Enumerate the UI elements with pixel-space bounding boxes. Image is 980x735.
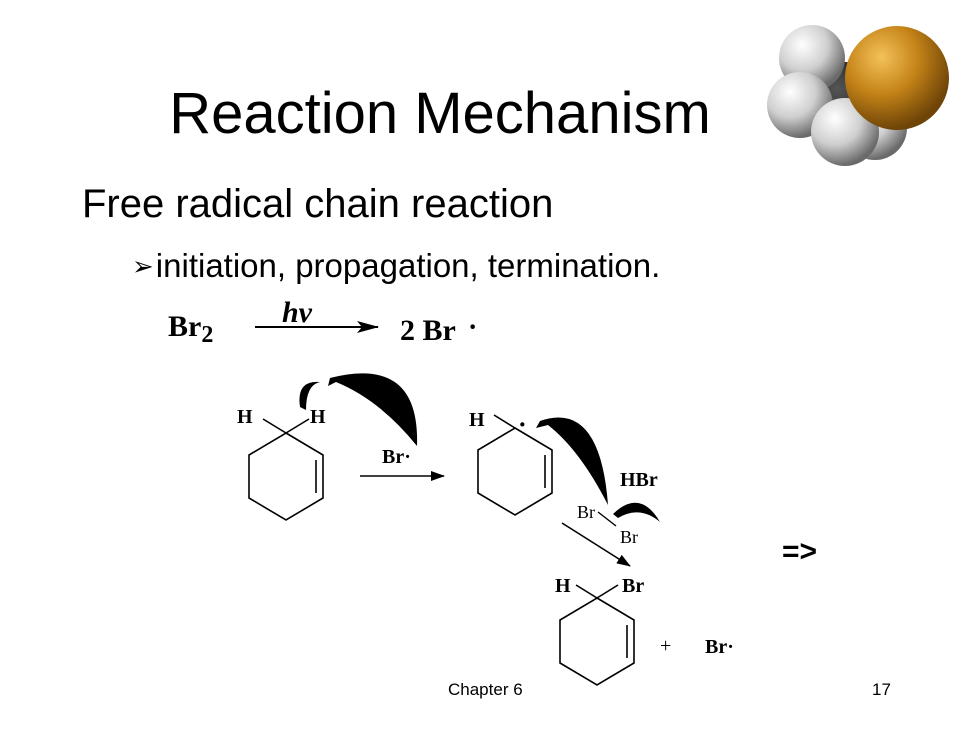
footer-chapter: Chapter 6: [448, 680, 523, 699]
bullet-sub: ➢initiation, propagation, termination.: [132, 247, 660, 285]
cyclohexene-reactant: [248, 418, 324, 521]
h-label: H: [469, 409, 485, 431]
bullet-sub-text: initiation, propagation, termination.: [155, 247, 661, 284]
next-slide-link[interactable]: =>: [782, 535, 818, 568]
fishhook-arrow-icon: [299, 381, 320, 410]
radical-dot: ·: [468, 312, 477, 343]
br-label: Br: [577, 502, 595, 522]
initiation-reactant: Br2: [168, 310, 213, 348]
cyclohexenyl-radical: [477, 414, 553, 516]
br-label: Br: [622, 575, 644, 597]
arrow-bullet-icon: ➢: [132, 252, 154, 282]
bromine-atom: [845, 26, 949, 130]
bullet-main: Free radical chain reaction: [82, 182, 554, 226]
br-radical-label: Br·: [382, 446, 411, 468]
br-label: Br: [620, 527, 638, 547]
fishhook-arrow-icon: [536, 417, 608, 505]
radical-dot: ·: [518, 410, 527, 439]
footer-page-number: 17: [872, 680, 891, 699]
plus-sign: +: [660, 635, 671, 657]
br-radical-label: Br·: [705, 636, 734, 658]
br-br-bond: [597, 511, 617, 527]
h-label: H: [237, 406, 253, 428]
fishhook-arrow-icon: [328, 373, 418, 446]
light-condition: hν: [282, 296, 313, 329]
fishhook-arrow-icon: [613, 502, 660, 522]
hbr-label: HBr: [620, 469, 658, 491]
reaction-arrow: [561, 522, 631, 567]
initiation-product: 2 Br: [400, 314, 456, 347]
slide-title: Reaction Mechanism: [169, 81, 711, 146]
h-label: H: [555, 575, 571, 597]
bromocyclohexene-product: [559, 584, 635, 686]
h-label: H: [310, 406, 326, 428]
